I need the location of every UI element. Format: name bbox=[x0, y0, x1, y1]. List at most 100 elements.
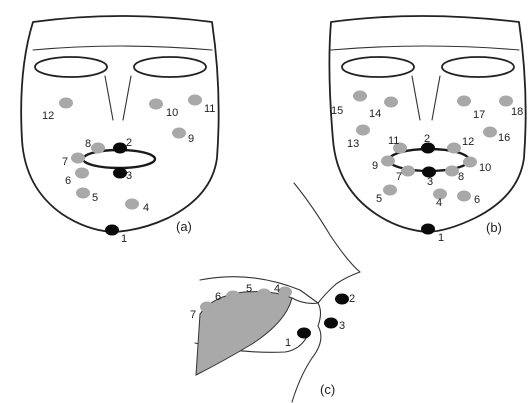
nose-right-line-a bbox=[123, 76, 131, 120]
marker-label-a-5: 5 bbox=[92, 192, 98, 204]
left-eye-a bbox=[35, 57, 107, 77]
marker-label-a-4: 4 bbox=[143, 202, 149, 214]
marker-a-9: 9 bbox=[172, 128, 194, 146]
marker-dot-b-9 bbox=[381, 156, 395, 167]
right-eye-b bbox=[442, 57, 514, 77]
marker-dot-c-1 bbox=[297, 328, 311, 339]
caption-b: (b) bbox=[486, 220, 502, 235]
marker-label-a-9: 9 bbox=[188, 133, 194, 145]
marker-dot-c-3 bbox=[324, 318, 338, 329]
marker-dot-c-2 bbox=[335, 294, 349, 305]
marker-b-16: 16 bbox=[483, 127, 510, 145]
marker-b-4: 4 bbox=[433, 189, 447, 210]
marker-b-14: 14 bbox=[369, 97, 398, 121]
marker-a-3: 3 bbox=[113, 168, 132, 183]
marker-b-12: 12 bbox=[447, 136, 474, 154]
marker-label-b-6: 6 bbox=[474, 194, 480, 206]
marker-a-4: 4 bbox=[125, 199, 149, 215]
right-eye-a bbox=[134, 57, 206, 77]
marker-dot-a-6 bbox=[75, 168, 89, 179]
marker-b-3: 3 bbox=[422, 167, 436, 189]
marker-dot-a-8 bbox=[91, 143, 105, 154]
marker-a-10: 10 bbox=[149, 99, 178, 120]
marker-label-a-11: 11 bbox=[204, 103, 215, 115]
marker-label-b-1: 1 bbox=[438, 232, 444, 244]
marker-b-15: 15 bbox=[331, 91, 367, 118]
marker-dot-a-12 bbox=[59, 98, 73, 109]
marker-dot-a-5 bbox=[76, 188, 90, 199]
nose-right-line-b bbox=[432, 76, 440, 120]
marker-label-b-12: 12 bbox=[462, 136, 474, 148]
marker-label-b-13: 13 bbox=[347, 138, 359, 150]
marker-label-a-7: 7 bbox=[62, 156, 68, 168]
nose-left-line-b bbox=[412, 76, 420, 120]
marker-a-11: 11 bbox=[188, 95, 215, 116]
marker-b-17: 17 bbox=[457, 96, 485, 122]
marker-label-a-1: 1 bbox=[121, 233, 127, 245]
marker-label-b-5: 5 bbox=[376, 193, 382, 205]
marker-label-a-10: 10 bbox=[166, 107, 178, 119]
marker-dot-b-16 bbox=[483, 127, 497, 138]
panel-a bbox=[21, 16, 219, 232]
marker-label-b-4: 4 bbox=[436, 197, 442, 209]
marker-a-6: 6 bbox=[65, 168, 89, 188]
marker-b-10: 10 bbox=[463, 157, 491, 175]
marker-label-a-12: 12 bbox=[42, 110, 54, 122]
nose-left-line-a bbox=[105, 76, 113, 120]
marker-dot-a-1 bbox=[105, 225, 119, 236]
marker-label-b-7: 7 bbox=[396, 171, 402, 183]
marker-b-9: 9 bbox=[372, 156, 395, 173]
marker-dot-a-9 bbox=[172, 128, 186, 139]
marker-b-2: 2 bbox=[421, 133, 435, 154]
marker-a-5: 5 bbox=[76, 188, 98, 205]
marker-label-b-9: 9 bbox=[372, 160, 378, 172]
marker-label-c-1: 1 bbox=[285, 337, 291, 349]
marker-b-8: 8 bbox=[445, 166, 464, 184]
marker-dot-a-11 bbox=[188, 95, 202, 106]
marker-label-b-15: 15 bbox=[331, 105, 343, 117]
marker-label-c-6: 6 bbox=[215, 291, 221, 303]
marker-dot-a-3 bbox=[113, 168, 127, 179]
marker-dot-a-4 bbox=[125, 199, 139, 210]
caption-a: (a) bbox=[176, 219, 192, 234]
marker-a-1: 1 bbox=[105, 225, 127, 246]
marker-label-c-3: 3 bbox=[339, 320, 345, 332]
marker-label-b-8: 8 bbox=[458, 171, 464, 183]
marker-c-3: 3 bbox=[324, 318, 345, 333]
marker-a-12: 12 bbox=[42, 98, 73, 123]
marker-dot-c-5 bbox=[257, 289, 271, 300]
marker-dot-b-17 bbox=[457, 96, 471, 107]
marker-label-a-2: 2 bbox=[126, 137, 132, 149]
marker-label-b-3: 3 bbox=[427, 176, 433, 188]
marker-dot-b-12 bbox=[447, 143, 461, 154]
marker-label-a-8: 8 bbox=[85, 138, 91, 150]
marker-dot-b-13 bbox=[356, 125, 370, 136]
marker-label-b-17: 17 bbox=[473, 109, 485, 121]
marker-b-18: 18 bbox=[499, 96, 523, 119]
caption-c: (c) bbox=[320, 382, 335, 397]
marker-dot-a-2 bbox=[113, 143, 127, 154]
panel-b bbox=[329, 16, 525, 232]
marker-label-a-6: 6 bbox=[65, 175, 71, 187]
left-eye-b bbox=[342, 57, 414, 77]
marker-label-c-4: 4 bbox=[274, 283, 280, 295]
marker-label-b-2: 2 bbox=[424, 133, 430, 145]
marker-a-8: 8 bbox=[85, 138, 105, 154]
marker-b-6: 6 bbox=[457, 191, 480, 207]
marker-dot-b-1 bbox=[421, 224, 435, 235]
marker-dot-a-10 bbox=[149, 99, 163, 110]
marker-a-7: 7 bbox=[62, 153, 85, 169]
marker-label-b-18: 18 bbox=[511, 106, 523, 118]
marker-dot-b-14 bbox=[384, 97, 398, 108]
marker-dot-b-6 bbox=[457, 191, 471, 202]
marker-label-b-14: 14 bbox=[369, 108, 381, 120]
marker-dot-b-18 bbox=[499, 96, 513, 107]
marker-dot-b-8 bbox=[445, 166, 459, 177]
marker-c-1: 1 bbox=[285, 328, 311, 350]
marker-b-1: 1 bbox=[421, 224, 444, 245]
marker-dot-b-5 bbox=[383, 185, 397, 196]
marker-label-c-7: 7 bbox=[190, 309, 196, 321]
marker-dot-c-6 bbox=[226, 291, 240, 302]
marker-label-c-2: 2 bbox=[349, 293, 355, 305]
